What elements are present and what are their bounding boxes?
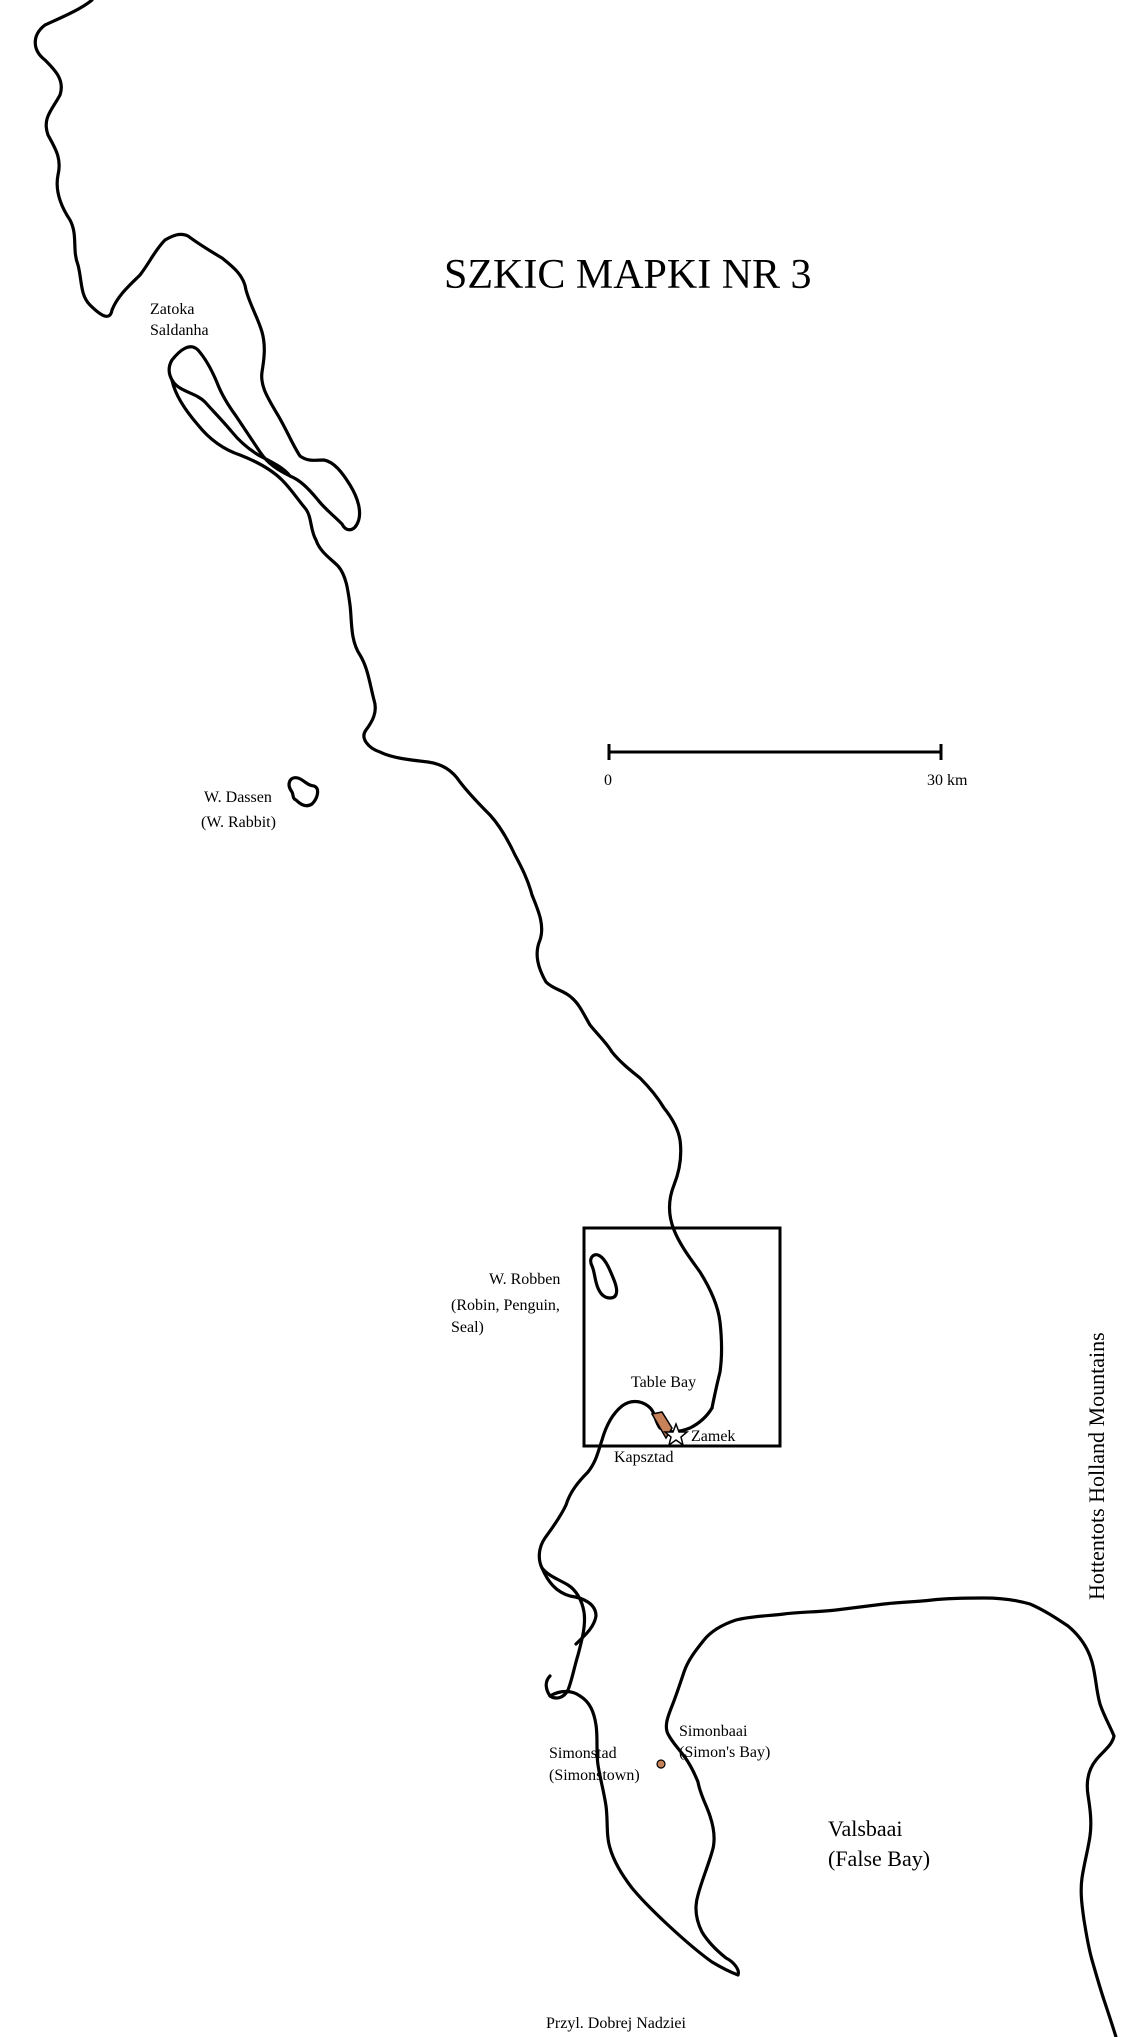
label-simonbaai-line2: (Simon's Bay) — [679, 1744, 770, 1761]
label-valsbaai-line2: (False Bay) — [828, 1846, 930, 1871]
label-mountains: Hottentots Holland Mountains — [1084, 1332, 1109, 1600]
label-valsbaai-line1: Valsbaai — [828, 1816, 903, 1841]
label-zamek: Zamek — [691, 1428, 735, 1445]
dassen-island — [287, 776, 320, 808]
star-icon — [662, 1421, 690, 1447]
label-table-bay: Table Bay — [631, 1374, 696, 1391]
label-simonbaai-line1: Simonbaai — [679, 1723, 748, 1740]
scale-bar: 0 30 km — [604, 744, 968, 789]
label-dassen-line1: W. Dassen — [204, 789, 272, 806]
label-cape: Przyl. Dobrej Nadziei — [546, 2015, 687, 2032]
label-simonstad-line1: Simonstad — [549, 1745, 617, 1762]
label-simonstad-line2: (Simonstown) — [549, 1767, 640, 1784]
scale-start-label: 0 — [604, 772, 612, 789]
scale-end-label: 30 km — [927, 772, 968, 789]
label-robben-line1: W. Robben — [489, 1271, 560, 1288]
label-zatoka-line1: Zatoka — [150, 301, 194, 318]
label-dassen-line2: (W. Rabbit) — [201, 814, 276, 831]
detail-frame — [582, 1226, 782, 1448]
label-kapsztad: Kapsztad — [614, 1449, 674, 1466]
west-coastline-south — [170, 378, 724, 1410]
west-coastline — [33, 0, 362, 532]
cape-peninsula-coast — [548, 1596, 1118, 2037]
hout-bay-coast — [540, 1566, 598, 1646]
simonstad-marker-icon — [656, 1759, 666, 1769]
label-zatoka-line2: Saldanha — [150, 322, 209, 339]
map-title: SZKIC MAPKI NR 3 — [444, 252, 812, 298]
label-robben-line2: (Robin, Penguin, — [451, 1297, 560, 1314]
label-robben-line3: Seal) — [451, 1319, 484, 1336]
robben-island — [589, 1253, 619, 1300]
